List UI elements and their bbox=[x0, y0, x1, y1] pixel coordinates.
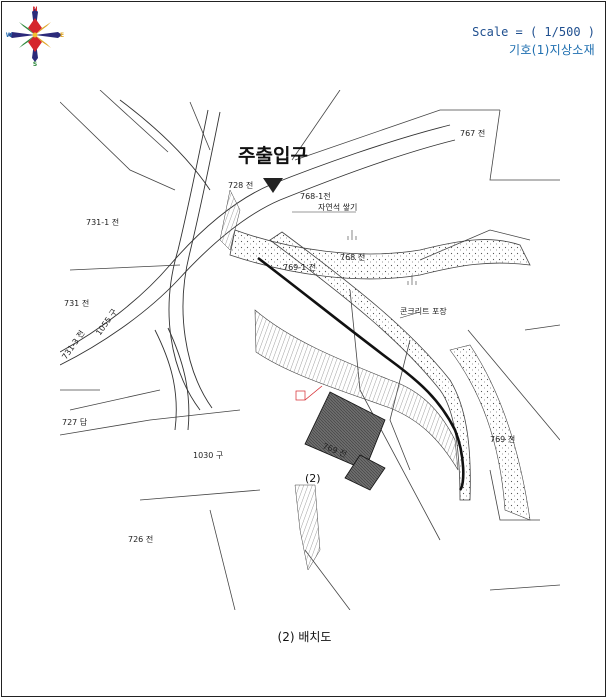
site-plan: 주출입구 767 전 728 전 768-1전 731-1 전 768 전 76… bbox=[60, 90, 560, 610]
note-natural-slope: 자연석 쌓기 bbox=[318, 202, 357, 212]
entrance-label: 주출입구 bbox=[238, 145, 308, 167]
parcel-768: 768 전 bbox=[340, 252, 365, 262]
compass-rose-icon: N S E W bbox=[6, 6, 64, 66]
access-road-dotted bbox=[269, 231, 471, 501]
parcel-728: 728 전 bbox=[228, 180, 253, 190]
scale-label: Scale = ( 1/500 ) bbox=[472, 25, 595, 39]
parcel-726: 726 전 bbox=[128, 534, 153, 544]
parcel-731: 731 전 bbox=[64, 298, 89, 308]
entrance-marker-icon bbox=[263, 178, 283, 193]
note-concrete-pavement: 콘크리트 포장 bbox=[400, 306, 447, 316]
parcel-boundaries bbox=[60, 90, 560, 610]
parcel-731-3: 731-3 전 bbox=[60, 328, 87, 361]
compass-north-label: N bbox=[32, 6, 37, 13]
parcel-769-1: 769-1 전 bbox=[283, 262, 316, 272]
marker-1-icon bbox=[295, 390, 306, 401]
parcel-727: 727 답 bbox=[62, 417, 88, 427]
building-number-label: (2) bbox=[305, 472, 321, 485]
slope-hatch-south bbox=[294, 484, 321, 571]
tree-symbol-icons bbox=[347, 230, 417, 285]
map-caption: (2) 배치도 bbox=[277, 630, 332, 644]
building-2 bbox=[295, 385, 386, 491]
compass-east-label: E bbox=[60, 32, 64, 39]
dotted-strip bbox=[449, 344, 531, 521]
compass-west-label: W bbox=[6, 32, 13, 39]
legend-label: 기호(1)지상소재 bbox=[509, 43, 595, 57]
parcel-768-1: 768-1전 bbox=[300, 191, 331, 201]
slope-hatch bbox=[254, 309, 459, 471]
parcel-1030: 1030 구 bbox=[193, 451, 223, 460]
retaining-wall-line bbox=[257, 256, 465, 491]
parcel-769: 769 전 bbox=[490, 434, 515, 444]
slope-hatch-north bbox=[219, 189, 241, 251]
parcel-731-1: 731-1 전 bbox=[86, 217, 119, 227]
parcel-767: 767 전 bbox=[460, 128, 485, 138]
compass-south-label: S bbox=[33, 61, 37, 66]
